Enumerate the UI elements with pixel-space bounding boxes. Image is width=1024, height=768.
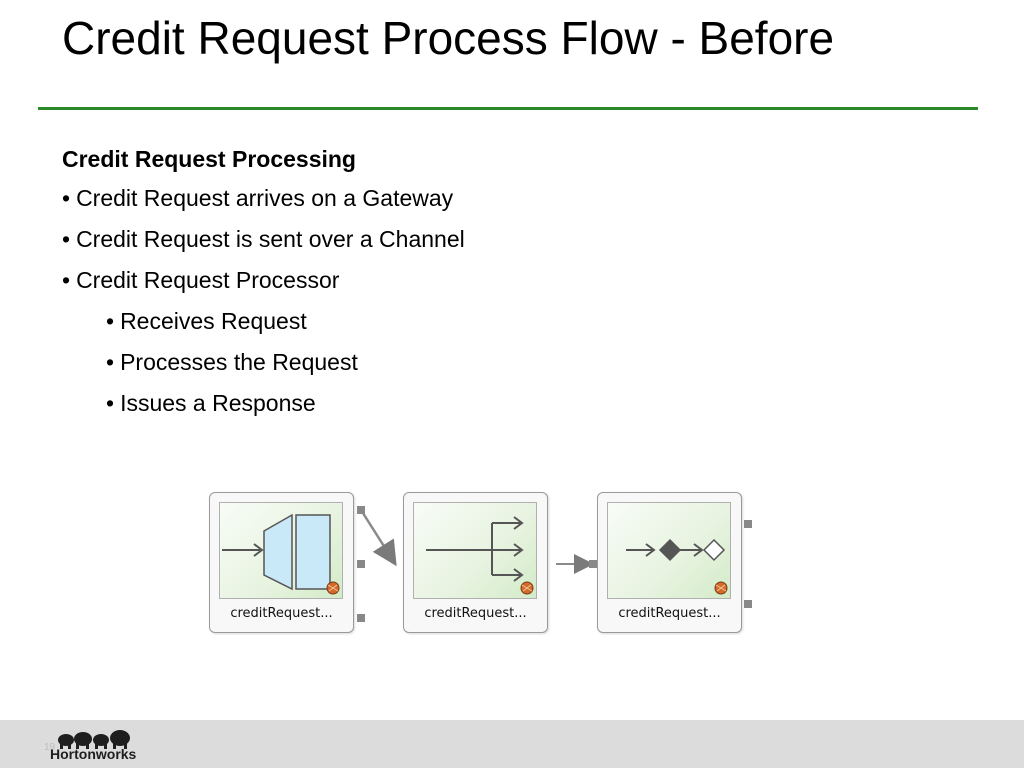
- bullet-glyph: •: [106, 349, 115, 375]
- node-port[interactable]: [744, 520, 752, 528]
- node-port[interactable]: [357, 614, 365, 622]
- gateway-icon: [222, 513, 340, 595]
- channel-icon: [426, 516, 534, 595]
- node-port[interactable]: [744, 600, 752, 608]
- bullet-glyph: •: [62, 185, 71, 211]
- title-divider: [38, 107, 978, 110]
- bullet-text: Credit Request arrives on a Gateway: [76, 185, 454, 211]
- flow-node-channel[interactable]: creditRequest...: [403, 492, 548, 633]
- brand-wordmark: Hortonworks: [50, 746, 137, 762]
- service-activator-icon: [626, 538, 728, 595]
- node-canvas: [219, 502, 343, 599]
- node-canvas: [607, 502, 731, 599]
- node-port[interactable]: [357, 506, 365, 514]
- sub-bullet-item: •Receives Request: [62, 301, 762, 342]
- section-heading: Credit Request Processing: [62, 146, 356, 172]
- node-label: creditRequest...: [230, 606, 333, 621]
- bullet-item: •Credit Request arrives on a Gateway: [62, 178, 762, 219]
- flow-node-gateway[interactable]: creditRequest...: [209, 492, 354, 633]
- slide-content: Credit Request Processing •Credit Reques…: [62, 140, 762, 424]
- hortonworks-logo-icon: [58, 730, 130, 749]
- sub-bullet-text: Processes the Request: [120, 349, 358, 375]
- sub-bullet-item: •Processes the Request: [62, 342, 762, 383]
- bullet-glyph: •: [62, 267, 71, 293]
- flow-node-service-activator[interactable]: creditRequest...: [597, 492, 742, 633]
- bullet-glyph: •: [62, 226, 71, 252]
- bullet-item: •Credit Request Processor: [62, 260, 762, 301]
- node-port[interactable]: [589, 560, 597, 568]
- slide-number: 19: [44, 742, 56, 753]
- bullet-glyph: •: [106, 308, 115, 334]
- bullet-text: Credit Request is sent over a Channel: [76, 226, 465, 252]
- sub-bullet-text: Issues a Response: [120, 390, 316, 416]
- connector-gateway-to-channel: [359, 509, 397, 567]
- node-label: creditRequest...: [424, 606, 527, 621]
- slide-title: Credit Request Process Flow - Before: [62, 12, 835, 64]
- footer-band: [0, 720, 1024, 768]
- bullet-item: •Credit Request is sent over a Channel: [62, 219, 762, 260]
- sub-bullet-item: •Issues a Response: [62, 383, 762, 424]
- node-canvas: [413, 502, 537, 599]
- node-port[interactable]: [357, 560, 365, 568]
- sub-bullet-text: Receives Request: [120, 308, 307, 334]
- bullet-glyph: •: [106, 390, 115, 416]
- node-label: creditRequest...: [618, 606, 721, 621]
- bullet-text: Credit Request Processor: [76, 267, 340, 293]
